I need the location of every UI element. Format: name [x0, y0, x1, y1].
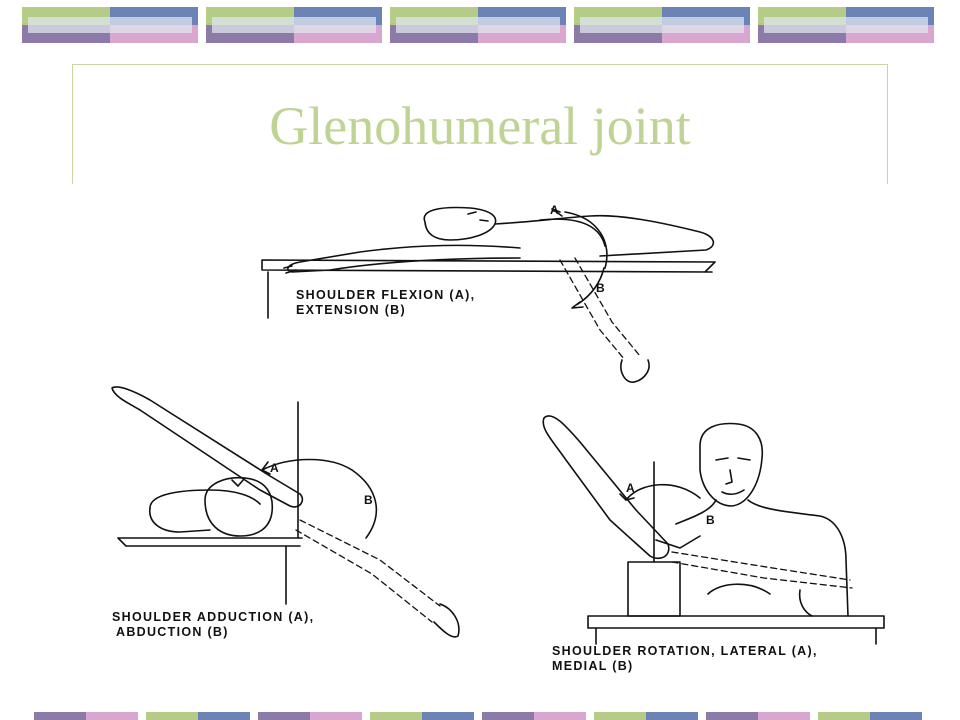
- adduction-label-b: B: [364, 493, 373, 507]
- band-tile: [758, 7, 934, 43]
- adduction-label-a: A: [270, 461, 279, 475]
- rotation-label-a: A: [626, 481, 635, 495]
- flexion-label-a: A: [550, 203, 559, 217]
- adduction-abduction-figure: A B SHOULDER ADDUCTION (A), ABDUCTION (B…: [111, 386, 460, 639]
- flexion-caption-line1: SHOULDER FLEXION (A),: [296, 288, 475, 302]
- shoulder-range-of-motion-illustration: A B SHOULDER FLEXION (A), EXTENSION (B) …: [111, 203, 885, 673]
- rotation-figure: A B SHOULDER ROTATION, LATERAL (A), MEDI…: [542, 415, 885, 673]
- rotation-caption-line1: SHOULDER ROTATION, LATERAL (A),: [552, 644, 818, 658]
- rotation-caption-line2: MEDIAL (B): [552, 659, 634, 673]
- adduction-caption-line2: ABDUCTION (B): [116, 625, 229, 639]
- band-tile: [206, 7, 382, 43]
- flexion-extension-figure: A B SHOULDER FLEXION (A), EXTENSION (B): [261, 203, 716, 383]
- band-tile: [22, 7, 198, 43]
- flexion-label-b: B: [596, 281, 605, 295]
- flexion-caption-line2: EXTENSION (B): [296, 303, 406, 317]
- adduction-caption-line1: SHOULDER ADDUCTION (A),: [112, 610, 314, 624]
- band-tile: [574, 7, 750, 43]
- slide-title: Glenohumeral joint: [269, 96, 691, 156]
- rotation-label-b: B: [706, 513, 715, 527]
- title-frame: [72, 64, 888, 184]
- top-decorative-band: [0, 0, 960, 48]
- band-tile: [390, 7, 566, 43]
- bottom-decorative-band: [0, 712, 960, 720]
